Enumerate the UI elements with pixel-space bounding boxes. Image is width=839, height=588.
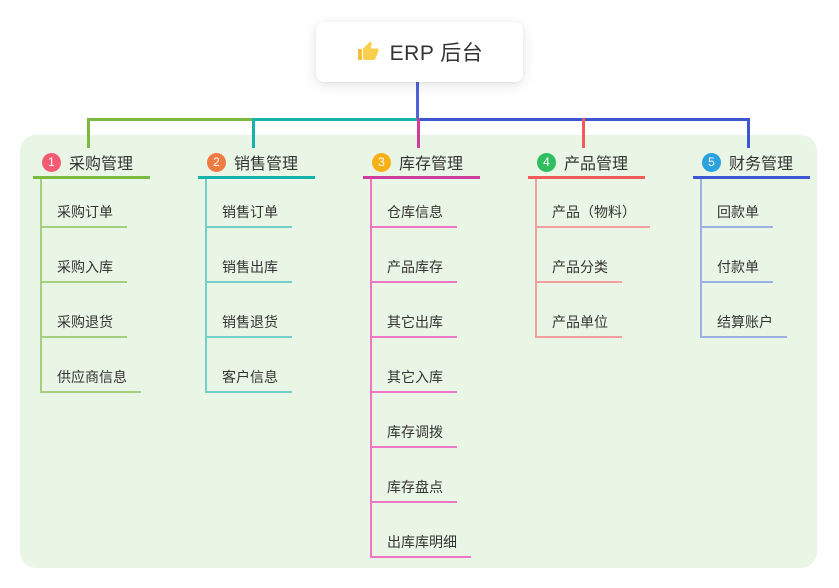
branch-number-badge: 1 (42, 152, 61, 172)
child-node-label: 其它入库 (387, 369, 443, 385)
child-node-label: 供应商信息 (57, 369, 127, 385)
child-node[interactable]: 结算账户 (700, 310, 787, 338)
branch-drop-line-3 (417, 118, 420, 148)
children-connector-vline (370, 179, 372, 558)
child-node-label: 库存调拨 (387, 424, 443, 440)
child-node-label: 客户信息 (222, 369, 278, 385)
thumbs-up-icon (356, 40, 380, 64)
branch-drop-line-1 (87, 118, 90, 148)
child-node-label: 仓库信息 (387, 204, 443, 220)
child-node-label: 结算账户 (717, 314, 773, 330)
branch-label: 采购管理 (69, 156, 134, 173)
child-node-label: 产品库存 (387, 259, 443, 275)
child-node[interactable]: 采购退货 (40, 310, 127, 338)
root-node-label: ERP 后台 (389, 42, 484, 65)
branch-label: 销售管理 (234, 156, 299, 173)
root-connector-vline (416, 82, 419, 121)
branch-drop-line-5 (747, 118, 750, 148)
branch-node-5[interactable]: 5 财务管理 (693, 148, 810, 179)
child-node[interactable]: 其它入库 (370, 365, 457, 393)
child-node[interactable]: 产品分类 (535, 255, 622, 283)
child-node-label: 销售出库 (222, 259, 278, 275)
branch-node-4[interactable]: 4 产品管理 (528, 148, 645, 179)
child-node-label: 付款单 (717, 259, 759, 275)
child-node-label: 产品分类 (552, 259, 608, 275)
branch-number-badge: 3 (372, 152, 391, 172)
child-node[interactable]: 回款单 (700, 200, 773, 228)
child-node[interactable]: 库存盘点 (370, 475, 457, 503)
children-connector-vline (700, 179, 702, 338)
child-node-label: 采购退货 (57, 314, 113, 330)
branch-number-badge: 4 (537, 152, 556, 172)
branch-node-1[interactable]: 1 采购管理 (33, 148, 150, 179)
child-node-label: 产品单位 (552, 314, 608, 330)
child-node[interactable]: 仓库信息 (370, 200, 457, 228)
child-node-label: 回款单 (717, 204, 759, 220)
branch-number-badge: 5 (702, 152, 721, 172)
branch-node-3[interactable]: 3 库存管理 (363, 148, 480, 179)
children-connector-vline (40, 179, 42, 393)
child-node[interactable]: 采购入库 (40, 255, 127, 283)
child-node-label: 其它出库 (387, 314, 443, 330)
child-node[interactable]: 产品库存 (370, 255, 457, 283)
child-node[interactable]: 库存调拨 (370, 420, 457, 448)
child-node[interactable]: 付款单 (700, 255, 773, 283)
branch-label: 库存管理 (399, 156, 464, 173)
branch-number-badge: 2 (207, 152, 226, 172)
child-node-label: 产品（物料） (552, 204, 636, 220)
child-node[interactable]: 出库库明细 (370, 530, 471, 558)
child-node[interactable]: 其它出库 (370, 310, 457, 338)
branch-node-2[interactable]: 2 销售管理 (198, 148, 315, 179)
child-node[interactable]: 产品（物料） (535, 200, 650, 228)
trunk-hline-1 (87, 118, 252, 121)
child-node[interactable]: 供应商信息 (40, 365, 141, 393)
child-node[interactable]: 销售退货 (205, 310, 292, 338)
child-node-label: 采购入库 (57, 259, 113, 275)
branches-panel (20, 135, 817, 568)
child-node-label: 销售退货 (222, 314, 278, 330)
branch-drop-line-2 (252, 118, 255, 148)
child-node[interactable]: 销售出库 (205, 255, 292, 283)
trunk-hline-2 (252, 118, 417, 121)
child-node-label: 出库库明细 (387, 534, 457, 550)
branch-label: 财务管理 (729, 156, 794, 173)
branch-label: 产品管理 (564, 156, 629, 173)
child-node[interactable]: 客户信息 (205, 365, 292, 393)
children-connector-vline (535, 179, 537, 338)
children-connector-vline (205, 179, 207, 393)
child-node[interactable]: 产品单位 (535, 310, 622, 338)
child-node-label: 销售订单 (222, 204, 278, 220)
child-node[interactable]: 采购订单 (40, 200, 127, 228)
branch-drop-line-4 (582, 118, 585, 148)
child-node-label: 采购订单 (57, 204, 113, 220)
child-node-label: 库存盘点 (387, 479, 443, 495)
child-node[interactable]: 销售订单 (205, 200, 292, 228)
root-node[interactable]: ERP 后台 (316, 22, 523, 82)
